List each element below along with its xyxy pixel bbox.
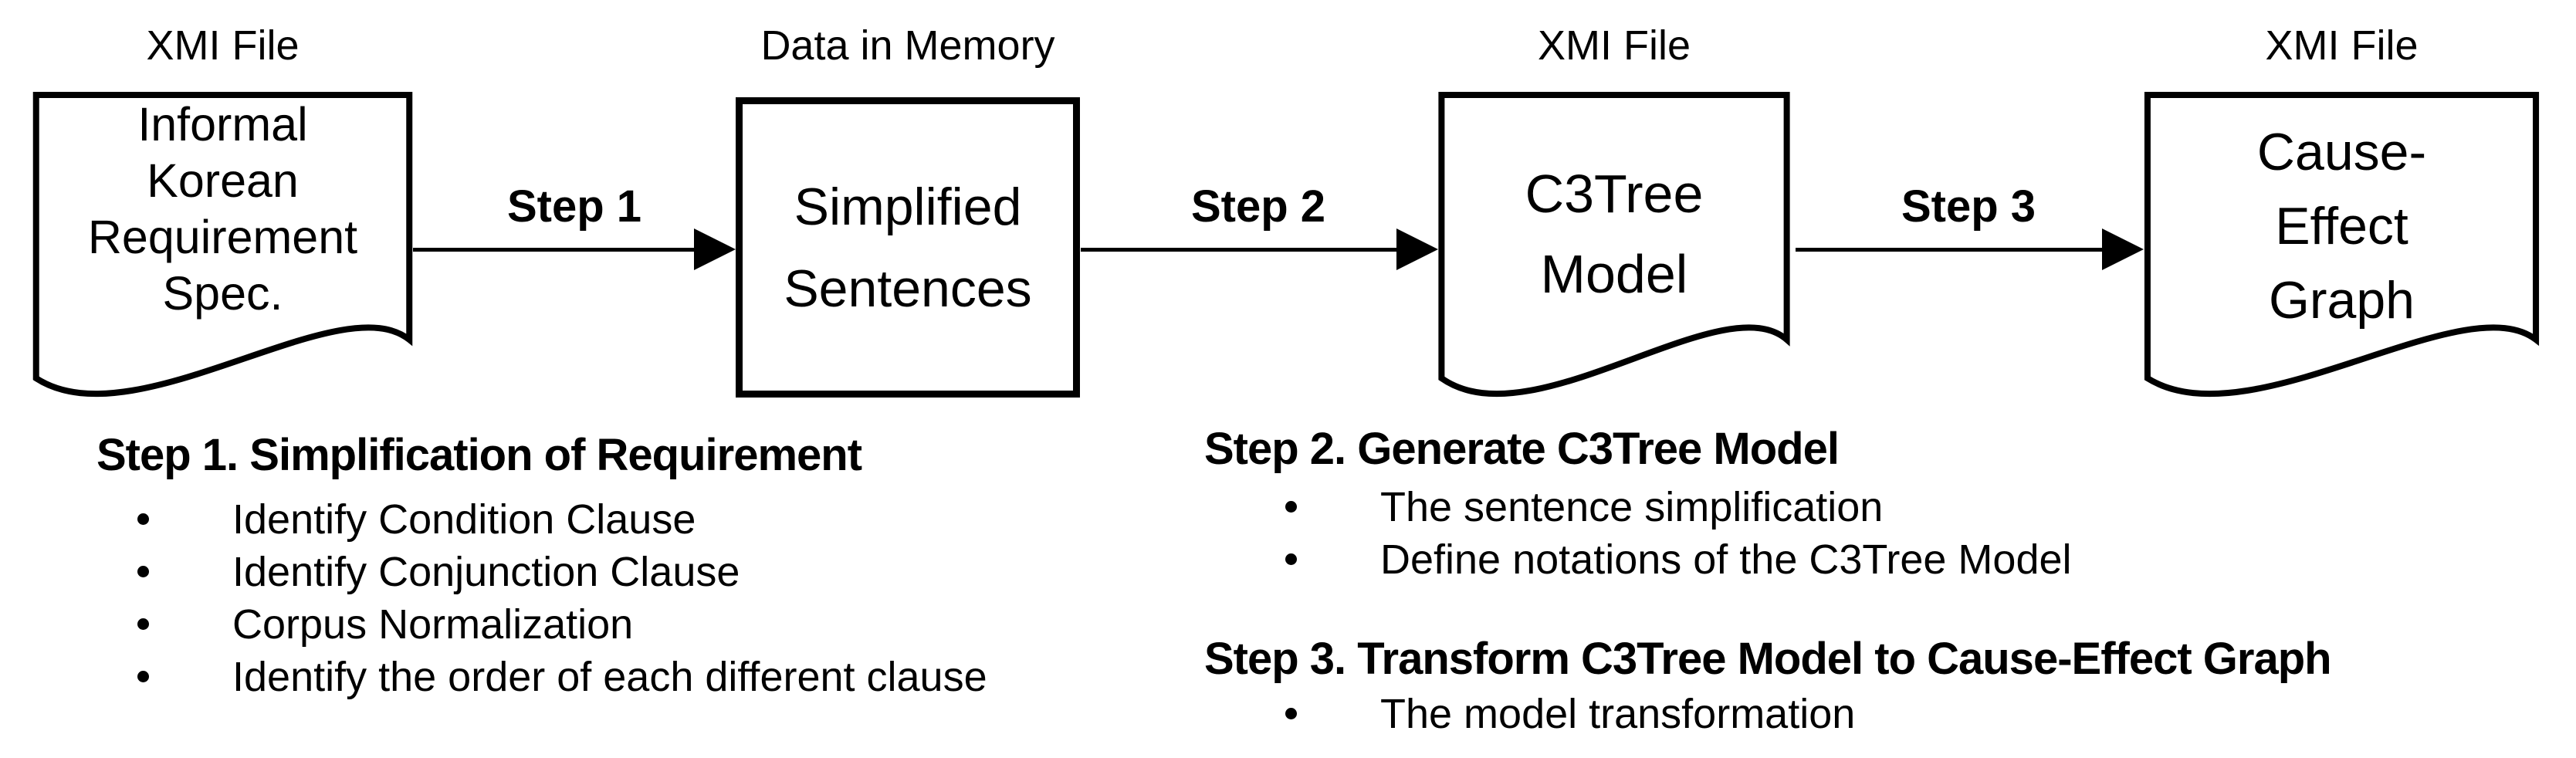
node-informal-korean-requirement-spec: Informal Korean Requirement Spec. bbox=[32, 91, 413, 400]
document-shape-icon bbox=[2144, 91, 2540, 400]
list-item: The model transformation bbox=[1285, 689, 1855, 741]
node1-line: Spec. bbox=[162, 266, 283, 320]
node-cause-effect-graph: Cause- Effect Graph bbox=[2144, 91, 2540, 400]
node-c3tree-model: C3Tree Model bbox=[1438, 91, 1790, 400]
bullet-text: The sentence simplification bbox=[1380, 484, 1884, 530]
bullet-text: Define notations of the C3Tree Model bbox=[1380, 536, 2072, 583]
list-item: Corpus Normalization bbox=[137, 599, 987, 651]
node4-text: Cause- Effect Graph bbox=[2144, 91, 2540, 400]
arrow-step-2-label: Step 2 bbox=[1190, 181, 1326, 232]
bullet-text: Identify Condition Clause bbox=[232, 496, 696, 543]
legend-step1-heading: Step 1. Simplification of Requirement bbox=[96, 430, 862, 480]
list-item: Identify Conjunction Clause bbox=[137, 547, 987, 599]
node1-line: Informal bbox=[137, 97, 308, 151]
bullet-dot-icon bbox=[137, 566, 149, 577]
legend-step3-bullets: The model transformation bbox=[1285, 689, 1855, 741]
legend-step1-bullets: Identify Condition Clause Identify Conju… bbox=[137, 494, 987, 704]
legend-step2-bullets: The sentence simplification Define notat… bbox=[1285, 482, 2072, 587]
list-item: Identify Condition Clause bbox=[137, 494, 987, 547]
arrow-step-3-line bbox=[1796, 248, 2104, 252]
bullet-dot-icon bbox=[137, 513, 149, 525]
list-item: The sentence simplification bbox=[1285, 482, 2072, 534]
node4-line: Graph bbox=[2269, 271, 2415, 330]
node4-file-label: XMI File bbox=[2265, 22, 2419, 69]
bullet-dot-icon bbox=[1285, 501, 1297, 513]
node4-line: Cause- bbox=[2256, 123, 2427, 181]
arrow-step-3-head-icon bbox=[2102, 228, 2144, 270]
bullet-text: Identify the order of each different cla… bbox=[232, 654, 987, 700]
node2-line: Sentences bbox=[784, 259, 1032, 318]
list-item: Define notations of the C3Tree Model bbox=[1285, 534, 2072, 587]
arrow-step-1-head-icon bbox=[694, 228, 736, 270]
node2-file-label: Data in Memory bbox=[760, 22, 1055, 69]
node1-line: Korean bbox=[147, 154, 299, 207]
document-shape-icon bbox=[1438, 91, 1790, 400]
bullet-dot-icon bbox=[137, 671, 149, 682]
node1-text: Informal Korean Requirement Spec. bbox=[32, 91, 413, 400]
bullet-dot-icon bbox=[1285, 553, 1297, 565]
arrow-step-2-line bbox=[1081, 248, 1399, 252]
arrow-step-1-label: Step 1 bbox=[506, 181, 642, 232]
arrow-step-2-head-icon bbox=[1396, 228, 1438, 270]
node1-line: Requirement bbox=[87, 210, 358, 263]
node1-file-label: XMI File bbox=[146, 22, 300, 69]
node3-file-label: XMI File bbox=[1537, 22, 1691, 69]
bullet-text: The model transformation bbox=[1380, 691, 1856, 737]
node3-text: C3Tree Model bbox=[1438, 91, 1790, 400]
bullet-dot-icon bbox=[1285, 708, 1297, 719]
node-simplified-sentences: Simplified Sentences bbox=[736, 97, 1080, 398]
legend-step3-heading: Step 3. Transform C3Tree Model to Cause-… bbox=[1204, 634, 2332, 684]
node4-line: Effect bbox=[2275, 197, 2408, 255]
node3-line: C3Tree bbox=[1525, 164, 1704, 224]
node3-line: Model bbox=[1540, 244, 1688, 304]
document-shape-icon bbox=[32, 91, 413, 400]
arrow-step-1-line bbox=[413, 248, 697, 252]
node2-line: Simplified bbox=[794, 177, 1022, 236]
legend-step2-heading: Step 2. Generate C3Tree Model bbox=[1204, 424, 1840, 474]
bullet-dot-icon bbox=[137, 618, 149, 630]
bullet-text: Corpus Normalization bbox=[232, 601, 634, 648]
arrow-step-3-label: Step 3 bbox=[1901, 181, 2036, 232]
list-item: Identify the order of each different cla… bbox=[137, 651, 987, 704]
bullet-text: Identify Conjunction Clause bbox=[232, 549, 740, 595]
